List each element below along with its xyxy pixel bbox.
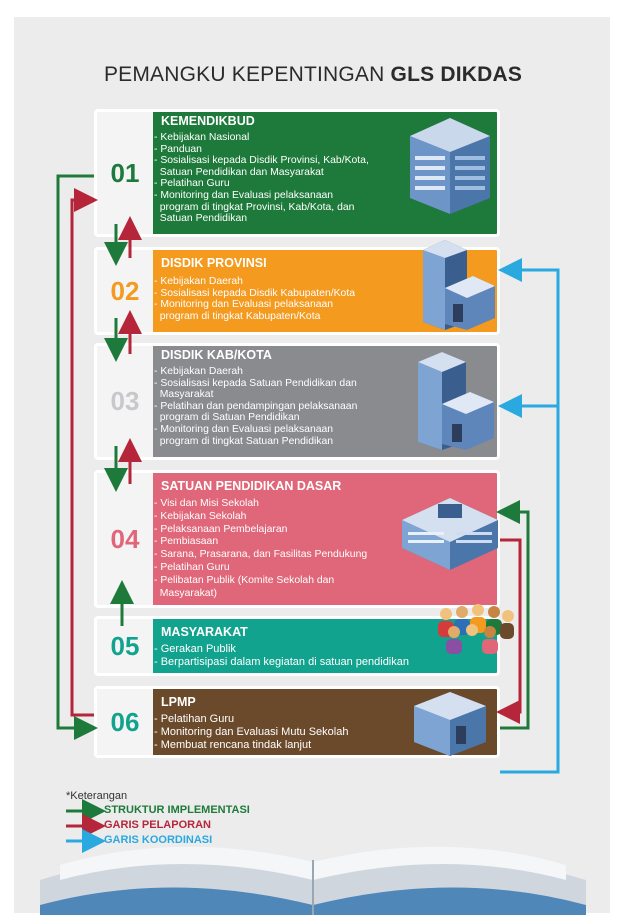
list-item: - Monitoring dan Evaluasi pelaksanaan: [154, 299, 334, 311]
list-item: Satuan Pendidikan: [154, 213, 248, 225]
card-title: KEMENDIKBUD: [161, 114, 255, 128]
list-item: - Monitoring dan Evaluasi pelaksanaan: [154, 189, 334, 201]
building-icon: [410, 118, 490, 214]
list-item: - Kebijakan Nasional: [154, 132, 250, 143]
list-item: program di tingkat Kabupaten/Kota: [154, 310, 321, 322]
list-item: - Kebijakan Daerah: [154, 366, 243, 377]
card-title: SATUAN PENDIDIKAN DASAR: [161, 479, 342, 493]
card-title: MASYARAKAT: [161, 625, 248, 639]
list-item: - Monitoring dan Evaluasi pelaksanaan: [154, 423, 334, 435]
card-number: 02: [97, 250, 153, 332]
card-items: - Kebijakan Daerah - Sosialisasi kepada …: [154, 276, 355, 322]
card-number: 04: [97, 473, 153, 605]
list-item: - Panduan: [154, 143, 202, 155]
building-icon: [423, 240, 495, 330]
legend-item: STRUKTUR IMPLEMENTASI: [104, 804, 250, 816]
list-item: - Pelibatan Publik (Komite Sekolah dan: [154, 574, 335, 586]
list-item: Masyarakat): [154, 587, 217, 599]
card-number: 06: [97, 689, 153, 755]
card-items: - Kebijakan Nasional - Panduan - Sosiali…: [154, 132, 369, 225]
list-item: - Pelatihan Guru: [154, 713, 235, 725]
school-building-icon: [402, 498, 498, 570]
card-items: - Pelatihan Guru - Monitoring dan Evalua…: [154, 713, 348, 752]
legend-item: GARIS PELAPORAN: [104, 819, 211, 831]
card-number: 01: [97, 112, 153, 234]
list-item: - Pelatihan Guru: [154, 178, 230, 190]
card-items: - Kebijakan Daerah - Sosialisasi kepada …: [154, 366, 357, 447]
card-masyarakat: 05 MASYARAKAT - Gerakan Publik - Berpart…: [94, 616, 500, 676]
list-item: - Kebijakan Daerah: [154, 276, 243, 287]
list-item: - Gerakan Publik: [154, 643, 236, 655]
list-item: - Pelatihan dan pendampingan pelaksanaan: [154, 400, 358, 412]
list-item: Satuan Pendidikan dan Masyarakat: [154, 166, 324, 178]
legend-item: GARIS KOORDINASI: [104, 834, 213, 846]
list-item: - Monitoring dan Evaluasi Mutu Sekolah: [154, 726, 349, 738]
card-number: 03: [97, 346, 153, 457]
list-item: - Kebijakan Sekolah: [154, 510, 247, 522]
card-title: DISDIK PROVINSI: [161, 256, 267, 270]
list-item: - Pelaksanaan Pembelajaran: [154, 523, 288, 535]
building-icon: [414, 692, 486, 756]
list-item: - Pelatihan Guru: [154, 561, 230, 573]
list-item: program di tingkat Provinsi, Kab/Kota, d…: [154, 201, 355, 213]
list-item: program di Satuan Pendidikan: [154, 412, 300, 424]
list-item: - Sosialisasi kepada Disdik Kabupaten/Ko…: [154, 287, 356, 299]
list-item: - Berpartisipasi dalam kegiatan di satua…: [154, 656, 409, 668]
list-item: - Membuat rencana tindak lanjut: [154, 739, 312, 751]
list-item: - Sosialisasi kepada Satuan Pendidikan d…: [154, 377, 357, 389]
card-items: - Gerakan Publik - Berpartisipasi dalam …: [154, 643, 409, 669]
legend-heading: *Keterangan: [66, 790, 128, 802]
list-item: Masyarakat: [154, 389, 214, 401]
list-item: - Sarana, Prasarana, dan Fasilitas Pendu…: [154, 549, 368, 561]
building-icon: [418, 352, 494, 450]
list-item: program di tingkat Satuan Pendidikan: [154, 435, 334, 447]
list-item: - Visi dan Misi Sekolah: [154, 498, 259, 509]
list-item: - Sosialisasi kepada Disdik Provinsi, Ka…: [154, 155, 369, 167]
page-title: PEMANGKU KEPENTINGAN GLS DIKDAS: [103, 63, 523, 86]
people-icon: [438, 604, 514, 654]
card-title: DISDIK KAB/KOTA: [161, 348, 272, 362]
list-item: - Pembiasaan: [154, 536, 219, 548]
card-number: 05: [97, 619, 153, 673]
card-items: - Visi dan Misi Sekolah - Kebijakan Seko…: [154, 498, 367, 600]
card-title: LPMP: [161, 695, 196, 709]
